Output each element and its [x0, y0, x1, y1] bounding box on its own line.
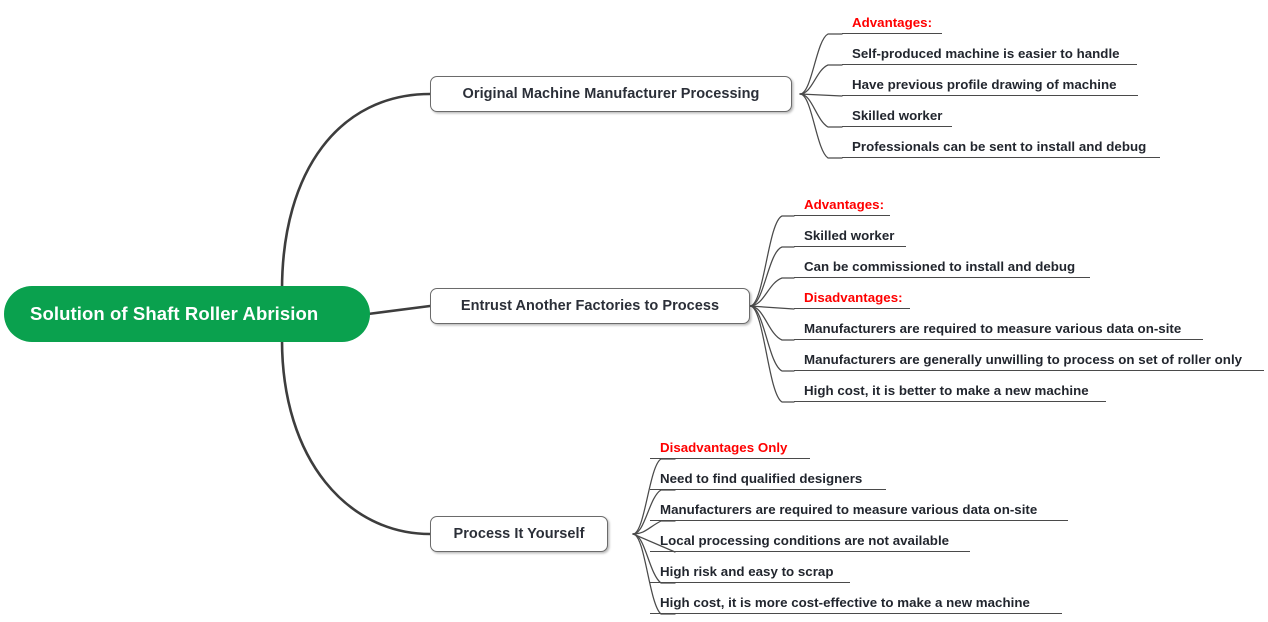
leaf-item[interactable]: High cost, it is better to make a new ma… — [794, 376, 1106, 402]
twig-1-5 — [799, 93, 843, 159]
trunk-to-branch-1 — [280, 92, 432, 292]
leaf-label: Manufacturers are generally unwilling to… — [804, 352, 1243, 367]
twig-2-2 — [749, 246, 795, 307]
leaf-label: High cost, it is better to make a new ma… — [804, 383, 1089, 398]
leaf-item[interactable]: Need to find qualified designers — [650, 464, 886, 490]
leaf-label: Manufacturers are required to measure va… — [804, 321, 1182, 336]
branch-node-process-it-yourself[interactable]: Process It Yourself — [430, 516, 608, 552]
leaf-item[interactable]: Have previous profile drawing of machine — [842, 70, 1138, 96]
branch-node-label: Original Machine Manufacturer Processing — [462, 86, 760, 102]
leaf-label: Have previous profile drawing of machine — [852, 77, 1117, 92]
twig-2-4 — [749, 305, 795, 310]
branch-node-original-machine-manufacturer-processing[interactable]: Original Machine Manufacturer Processing — [430, 76, 792, 112]
twig-1-3 — [799, 93, 843, 97]
leaf-item[interactable]: Can be commissioned to install and debug — [794, 252, 1090, 278]
twig-2-1 — [749, 215, 795, 307]
twig-1-2 — [799, 64, 843, 95]
branch-node-entrust-another-factories-to-process[interactable]: Entrust Another Factories to Process — [430, 288, 750, 324]
leaf-item[interactable]: Manufacturers are required to measure va… — [794, 314, 1203, 340]
leaf-item[interactable]: Manufacturers are generally unwilling to… — [794, 345, 1264, 371]
leaf-label: Disadvantages Only — [660, 440, 788, 455]
leaf-label: Advantages: — [804, 197, 885, 212]
leaf-label: Self-produced machine is easier to handl… — [852, 46, 1120, 61]
trunk-to-branch-3 — [280, 338, 432, 536]
leaf-label: Advantages: — [852, 15, 933, 30]
branch-node-label: Entrust Another Factories to Process — [460, 298, 720, 314]
root-node[interactable]: Solution of Shaft Roller Abrision — [4, 286, 370, 342]
leaf-item[interactable]: High cost, it is more cost-effective to … — [650, 588, 1062, 614]
leaf-item[interactable]: Advantages: — [794, 190, 890, 216]
leaf-item[interactable]: High risk and easy to scrap — [650, 557, 850, 583]
leaf-label: High risk and easy to scrap — [660, 564, 834, 579]
leaf-label: Disadvantages: — [804, 290, 903, 305]
twig-1-1 — [799, 33, 843, 95]
leaf-item[interactable]: Local processing conditions are not avai… — [650, 526, 970, 552]
leaf-item[interactable]: Professionals can be sent to install and… — [842, 132, 1160, 158]
leaf-label: Professionals can be sent to install and… — [852, 139, 1147, 154]
leaf-label: Can be commissioned to install and debug — [804, 259, 1076, 274]
leaf-item[interactable]: Disadvantages: — [794, 283, 910, 309]
branch-node-label: Process It Yourself — [453, 526, 585, 542]
twig-1-4 — [799, 93, 843, 128]
twig-2-6 — [749, 305, 795, 372]
trunk-to-branch-2 — [366, 304, 432, 316]
twig-2-3 — [749, 277, 795, 307]
leaf-label: Need to find qualified designers — [660, 471, 863, 486]
leaf-label: High cost, it is more cost-effective to … — [660, 595, 1030, 610]
leaf-label: Skilled worker — [852, 108, 943, 123]
leaf-item[interactable]: Skilled worker — [842, 101, 952, 127]
leaf-item[interactable]: Skilled worker — [794, 221, 906, 247]
leaf-label: Manufacturers are required to measure va… — [660, 502, 1038, 517]
twig-2-7 — [749, 305, 795, 403]
leaf-item[interactable]: Manufacturers are required to measure va… — [650, 495, 1068, 521]
leaf-label: Skilled worker — [804, 228, 895, 243]
twig-2-5 — [749, 305, 795, 341]
leaf-item[interactable]: Advantages: — [842, 8, 942, 34]
leaf-item[interactable]: Disadvantages Only — [650, 433, 810, 459]
leaf-label: Local processing conditions are not avai… — [660, 533, 950, 548]
leaf-item[interactable]: Self-produced machine is easier to handl… — [842, 39, 1137, 65]
root-node-label: Solution of Shaft Roller Abrision — [30, 303, 319, 324]
